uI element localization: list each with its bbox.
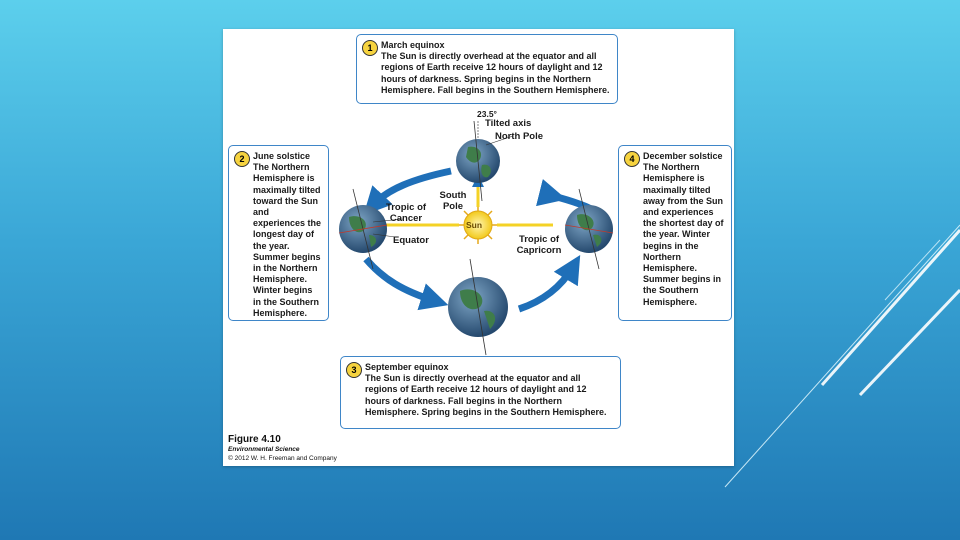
- figure-copyright: © 2012 W. H. Freeman and Company: [228, 455, 337, 462]
- step-number-badge: 1: [362, 40, 378, 56]
- seasons-figure: 1 March equinox The Sun is directly over…: [223, 29, 734, 466]
- equator-pointer: [372, 233, 396, 238]
- orbit-arrow-top-left: [363, 167, 452, 216]
- tilt-angle-label: 23.5°: [477, 109, 497, 119]
- figure-number: Figure 4.10: [228, 434, 281, 445]
- figure-source: Environmental Science: [228, 446, 300, 453]
- orbit-arrow-bottom-right: [517, 254, 581, 313]
- box-text: The Sun is directly overhead at the equa…: [365, 373, 607, 417]
- box-title: March equinox: [381, 40, 445, 50]
- north-pole-pointer: [485, 135, 514, 146]
- box-title: December solstice: [643, 151, 723, 161]
- box-title: June solstice: [253, 151, 311, 161]
- box-text: The Northern Hemisphere is maximally til…: [643, 162, 724, 307]
- september-equinox-box: 3 September equinox The Sun is directly …: [340, 356, 621, 429]
- orbit-diagram: [338, 120, 614, 356]
- sun: [463, 210, 493, 240]
- earth-december: [564, 188, 614, 270]
- tropic-cancer-pointer: [372, 218, 404, 223]
- earth-june: [338, 188, 388, 270]
- earth-september: [448, 258, 508, 356]
- box-text: The Northern Hemisphere is maximally til…: [253, 162, 322, 318]
- equator-label: Equator: [393, 235, 429, 246]
- step-number-badge: 3: [346, 362, 362, 378]
- box-text: The Sun is directly overhead at the equa…: [381, 51, 610, 95]
- earth-march: [456, 120, 500, 202]
- tilted-axis-label: Tilted axis: [485, 118, 532, 129]
- tropic-of-capricorn-label: Tropic of Capricorn: [516, 234, 562, 256]
- south-pole-label: South Pole: [439, 190, 467, 212]
- step-number-badge: 2: [234, 151, 250, 167]
- box-title: September equinox: [365, 362, 449, 372]
- north-pole-label: North Pole: [495, 131, 544, 142]
- march-equinox-box: 1 March equinox The Sun is directly over…: [356, 34, 618, 104]
- december-solstice-box: 4 December solstice The Northern Hemisph…: [618, 145, 732, 321]
- step-number-badge: 4: [624, 151, 640, 167]
- tropic-of-cancer-label: Tropic of Cancer: [385, 202, 427, 224]
- june-solstice-box: 2 June solstice The Northern Hemisphere …: [228, 145, 329, 321]
- sun-label: Sun: [466, 220, 483, 230]
- orbit-arrow-bottom-left: [363, 256, 449, 311]
- figure-caption: Figure 4.10 Environmental Science © 2012…: [228, 434, 337, 463]
